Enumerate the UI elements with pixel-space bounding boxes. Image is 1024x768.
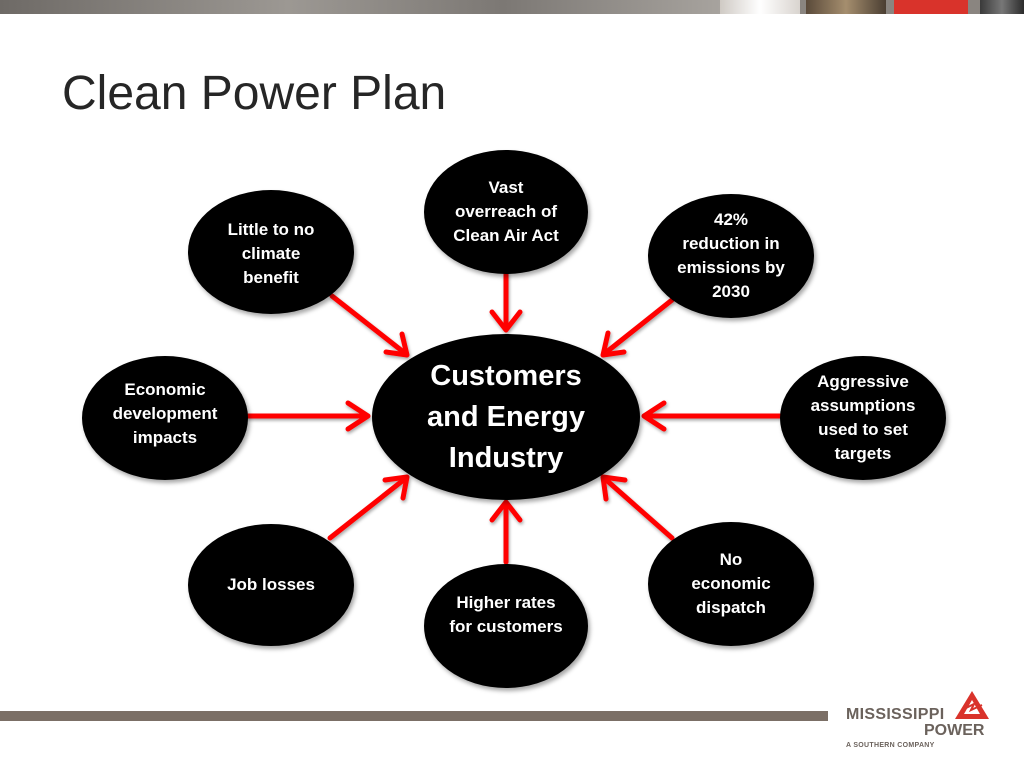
header-photo-4 [894,0,968,14]
arrowhead-bottom [489,499,523,523]
node-bottom-right: No economic dispatch [648,522,814,646]
node-top-line-3: Clean Air Act [453,226,559,245]
node-bottom: Higher rates for customers [424,564,588,688]
node-bottom-left: Job losses [188,524,354,646]
header-photo-1 [0,0,720,14]
node-top-right: 42% reduction in emissions by 2030 [648,194,814,318]
node-bottom-line-2: for customers [449,617,563,636]
node-right-line-1: Aggressive [817,372,909,391]
node-left-line-3: impacts [132,428,198,447]
logo-text-mississippi: MISSISSIPPI [846,706,945,723]
node-bottom-left-line-1: Job losses [227,575,315,594]
node-top-right-line-1: 42% [713,210,749,229]
node-top-right-line-3: emissions by [677,258,785,277]
arrowhead-top-left [383,331,410,358]
node-top-left-line-3: benefit [243,268,299,287]
node-top: Vast overreach of Clean Air Act [424,150,588,274]
logo-triangle-icon [955,691,989,719]
node-top-line-1: Vast [488,178,524,197]
arrow-top-left [329,293,409,357]
arrowhead-left [345,400,371,432]
center-line-3: Industry [448,441,564,474]
node-top-line-2: overreach of [454,202,558,221]
node-top-left-line-1: Little to no [227,220,315,239]
node-right: Aggressive assumptions used to set targe… [780,356,946,480]
node-top-right-line-2: reduction in [682,234,780,253]
arrowhead-bottom-left [382,474,410,501]
node-bottom-right-line-3: dispatch [696,598,766,617]
node-right-line-4: targets [834,444,892,463]
arrowhead-top-right [600,330,627,358]
logo-text-power: POWER [924,722,985,739]
node-bottom-right-line-1: No [719,550,743,569]
node-top-left-line-2: climate [241,244,301,263]
header-photo-3 [806,0,886,14]
slide-title: Clean Power Plan [62,67,447,120]
node-right-line-2: assumptions [810,396,916,415]
node-top-left: Little to no climate benefit [188,190,354,314]
center-node: Customers and Energy Industry [372,334,640,500]
header-photo-5 [980,0,1024,14]
logo-text-tagline: A SOUTHERN COMPANY [846,742,935,749]
arrowhead-bottom-right [600,474,628,502]
arrowhead-top [489,309,523,333]
arrow-bottom-left [327,475,409,541]
node-top-right-line-4: 2030 [712,282,750,301]
arrow-bottom-right [601,475,675,541]
center-line-2: and Energy [427,400,585,433]
node-bottom-line-1: Higher rates [456,593,556,612]
mississippi-power-logo: MISSISSIPPI POWER A SOUTHERN COMPANY [846,690,996,754]
arrowhead-right [641,400,667,432]
footer-bar [0,711,828,721]
node-right-line-3: used to set [818,420,908,439]
header-photo-strip [0,0,1024,14]
node-left-line-1: Economic [124,380,206,399]
node-bottom-right-line-2: economic [691,574,771,593]
center-line-1: Customers [430,359,582,392]
node-left: Economic development impacts [82,356,248,480]
arrow-top-right [601,297,675,357]
header-photo-2 [720,0,800,14]
node-left-line-2: development [112,404,218,423]
